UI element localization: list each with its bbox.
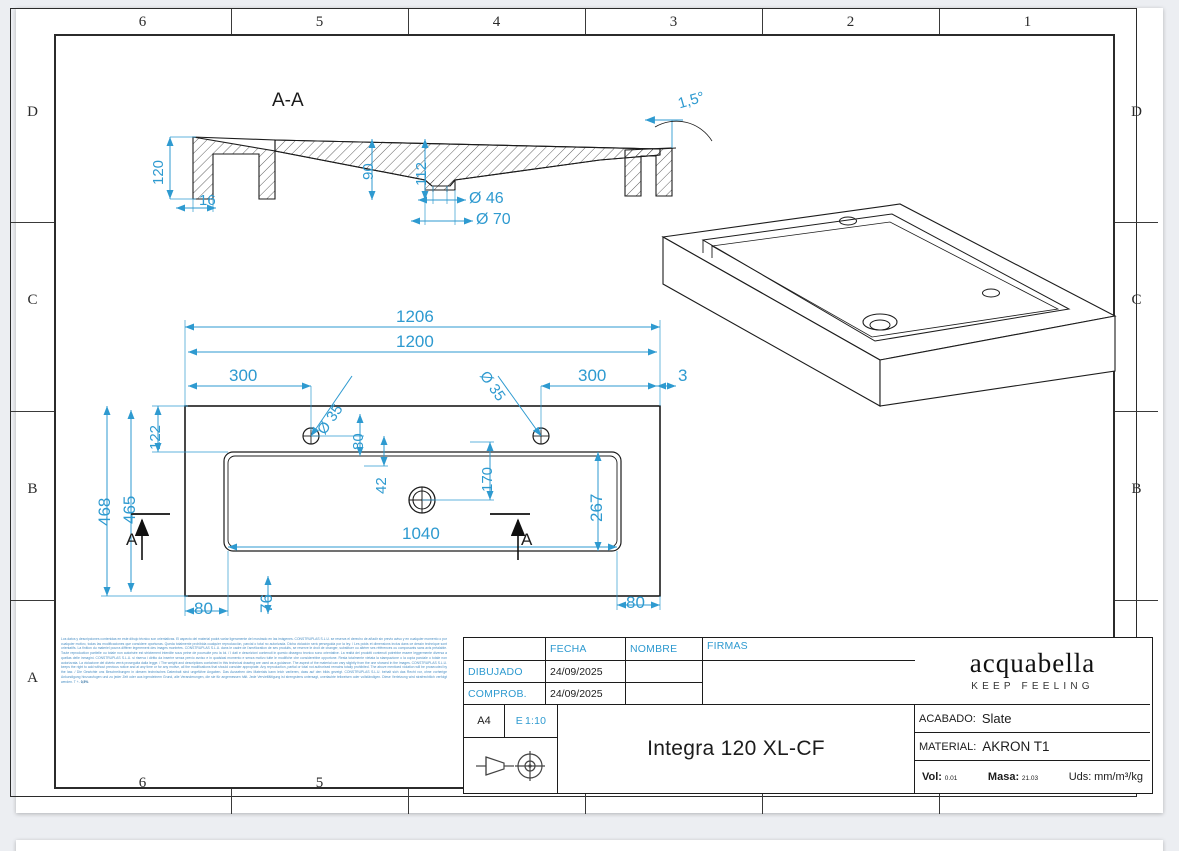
dim-plan-122: 122 — [147, 424, 164, 450]
column-separator — [231, 789, 232, 814]
dim-plan-468: 468 — [95, 497, 114, 526]
tb-measures-row: Vol: 0.01 Masa: 21.03 Uds: mm/m³/kg — [915, 761, 1150, 793]
dim-plan-465: 465 — [120, 495, 139, 524]
tb-row-dibujado-fecha: 24/09/2025 — [546, 661, 626, 683]
tb-material-value: AKRON T1 — [982, 739, 1050, 754]
row-label-d-right: D — [1131, 104, 1142, 120]
row-label-b-right: B — [1131, 481, 1142, 497]
tb-row-comprob-fecha: 24/09/2025 — [546, 683, 626, 705]
tb-masa-value: 21.03 — [1021, 775, 1039, 782]
tb-row-comprob-nombre[interactable] — [626, 683, 703, 705]
tb-vol: Vol: 0.01 — [922, 771, 957, 783]
dim-plan-edge-3: 3 — [678, 366, 688, 385]
tb-uds: Uds: mm/m³/kg — [1069, 771, 1143, 783]
row-separator — [1115, 411, 1158, 412]
column-separator — [231, 9, 232, 34]
tb-row-comprob-label: COMPROB. — [464, 683, 546, 705]
tb-format: A4 — [464, 705, 505, 738]
column-separator — [585, 789, 586, 814]
column-separator — [408, 9, 409, 34]
tb-header-firmas: FIRMAS — [703, 638, 915, 661]
column-label-2: 2 — [846, 14, 855, 30]
tb-projection-symbol-cell — [464, 738, 558, 793]
brand-tagline: KEEP FEELING — [971, 681, 1094, 692]
column-separator — [408, 789, 409, 814]
legal-disclaimer-text: Los datos y descripciones contenidas en … — [61, 637, 447, 789]
dim-section-90: 90 — [360, 163, 377, 180]
dim-plan-80-right: 80 — [626, 593, 645, 612]
tb-blank-corner — [464, 638, 546, 661]
dim-plan-80-left: 80 — [194, 599, 213, 618]
tb-firmas-area[interactable] — [703, 661, 915, 705]
tb-acabado-value: Slate — [981, 711, 1012, 726]
dim-plan-300-right: 300 — [578, 366, 607, 385]
row-label-c-right: C — [1131, 292, 1142, 308]
dim-section-120: 120 — [150, 159, 167, 185]
dim-section-diameter-46: Ø 46 — [469, 190, 504, 207]
section-arrow-label-right: A — [521, 530, 533, 549]
tb-material-label: MATERIAL: — [919, 740, 977, 753]
tb-acabado-row: ACABADO: Slate — [915, 705, 1150, 733]
tb-masa-label: Masa: — [987, 771, 1020, 783]
column-label-5: 5 — [315, 14, 324, 30]
dim-plan-80-top: 80 — [350, 433, 367, 450]
dim-plan-1040: 1040 — [402, 524, 440, 543]
tb-uds-value: mm/m³/kg — [1094, 771, 1143, 783]
brand-name: acquabella — [969, 648, 1096, 678]
row-separator — [11, 600, 54, 601]
column-label-6: 6 — [138, 14, 147, 30]
tb-vol-value: 0.01 — [944, 775, 958, 782]
tb-acabado-label: ACABADO: — [919, 712, 976, 725]
column-separator — [762, 9, 763, 34]
tb-vol-label: Vol: — [922, 771, 942, 783]
column-label-6-bottom: 6 — [138, 775, 147, 791]
tb-header-fecha: FECHA — [546, 638, 626, 661]
tb-header-nombre: NOMBRE — [626, 638, 703, 661]
column-separator — [939, 789, 940, 814]
dim-plan-42: 42 — [373, 477, 390, 494]
dim-plan-1200: 1200 — [396, 332, 434, 351]
legal-tolerance: 0,5% — [80, 679, 89, 684]
row-label-d: D — [27, 104, 38, 120]
legal-body: Los datos y descripciones contenidas en … — [61, 637, 447, 684]
column-separator — [939, 9, 940, 34]
dim-plan-170: 170 — [479, 466, 496, 492]
row-separator — [1115, 222, 1158, 223]
dim-plan-300-left: 300 — [229, 366, 258, 385]
drawing-sheet-2 — [16, 840, 1163, 851]
column-label-1: 1 — [1023, 14, 1032, 30]
column-label-5-bottom: 5 — [315, 775, 324, 791]
dim-plan-267: 267 — [587, 493, 606, 522]
column-label-3: 3 — [669, 14, 678, 30]
row-separator — [1115, 600, 1158, 601]
column-separator — [762, 789, 763, 814]
dim-section-diameter-70: Ø 70 — [476, 211, 511, 228]
dim-section-16: 16 — [199, 192, 216, 209]
tb-brand-cell: acquabella KEEP FEELING — [915, 638, 1150, 705]
tb-scale-value: 1:10 — [524, 715, 547, 727]
tb-masa: Masa: 21.03 — [988, 771, 1038, 783]
row-separator — [11, 411, 54, 412]
tb-scale-prefix: E — [515, 715, 523, 727]
tb-row-dibujado-nombre[interactable] — [626, 661, 703, 683]
row-label-b: B — [27, 481, 38, 497]
dim-section-112: 112 — [413, 162, 430, 186]
tb-material-row: MATERIAL: AKRON T1 — [915, 733, 1150, 761]
first-angle-projection-icon — [475, 750, 545, 781]
tb-uds-label: Uds: — [1068, 771, 1092, 783]
section-arrow-label-left: A — [126, 530, 138, 549]
dim-plan-1206: 1206 — [396, 307, 434, 326]
column-label-4: 4 — [492, 14, 501, 30]
row-separator — [11, 222, 54, 223]
row-label-a: A — [27, 670, 38, 686]
row-label-c: C — [27, 292, 38, 308]
tb-row-dibujado-label: DIBUJADO — [464, 661, 546, 683]
title-block: FECHA NOMBRE FIRMAS DIBUJADO 24/09/2025 … — [463, 637, 1153, 794]
tb-drawing-title: Integra 120 XL-CF — [558, 705, 915, 793]
column-separator — [585, 9, 586, 34]
dim-plan-76: 76 — [257, 594, 276, 613]
